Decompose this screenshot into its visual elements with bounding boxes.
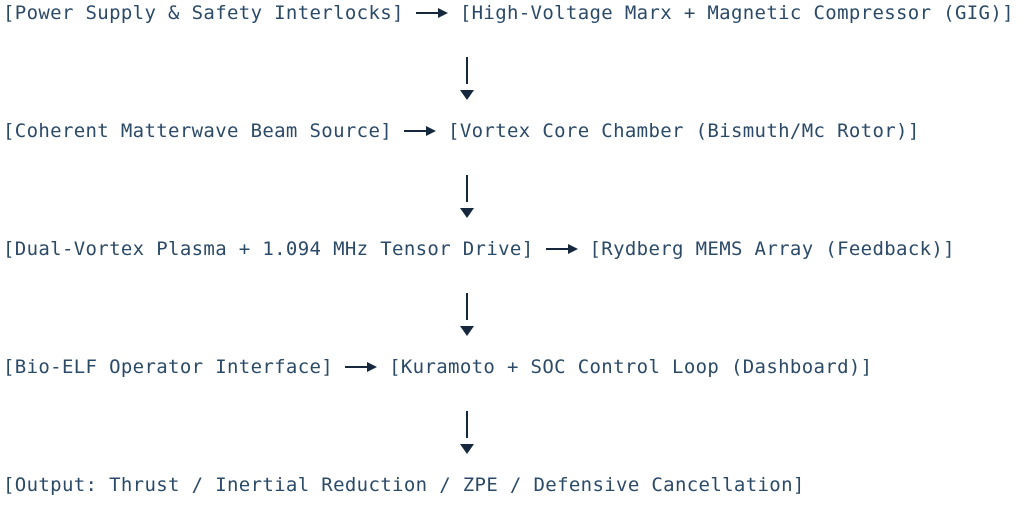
arrow-head	[367, 362, 378, 372]
flow-node-marx-compressor: [High-Voltage Marx + Magnetic Compressor…	[459, 2, 1014, 24]
flow-node-power-supply: [Power Supply & Safety Interlocks]	[3, 2, 404, 24]
right-arrow-icon	[404, 125, 437, 137]
flow-node-vortex-chamber: [Vortex Core Chamber (Bismuth/Mc Rotor)]	[448, 120, 920, 142]
arrow-head	[460, 444, 474, 454]
flow-row-plasma: [Dual-Vortex Plasma + 1.094 MHz Tensor D…	[3, 237, 955, 261]
flow-row-output: [Output: Thrust / Inertial Reduction / Z…	[3, 473, 805, 497]
down-arrow-icon	[460, 175, 474, 218]
right-arrow-icon	[545, 243, 578, 255]
flow-node-operator-interface: [Bio-ELF Operator Interface]	[3, 356, 334, 378]
arrow-shaft	[466, 293, 468, 320]
arrow-shaft	[345, 366, 368, 368]
flow-row-beam: [Coherent Matterwave Beam Source] [Vorte…	[3, 119, 920, 143]
flow-row-operator: [Bio-ELF Operator Interface] [Kuramoto +…	[3, 355, 872, 379]
arrow-shaft	[404, 130, 427, 132]
flow-node-output: [Output: Thrust / Inertial Reduction / Z…	[3, 474, 805, 496]
arrow-head	[460, 208, 474, 218]
flow-node-mems-array: [Rydberg MEMS Array (Feedback)]	[589, 238, 955, 260]
arrow-shaft	[466, 175, 468, 202]
arrow-shaft	[466, 411, 468, 438]
right-arrow-icon	[415, 7, 448, 19]
arrow-head	[460, 326, 474, 336]
arrow-shaft	[415, 12, 438, 14]
arrow-head	[437, 8, 448, 18]
flow-node-control-loop: [Kuramoto + SOC Control Loop (Dashboard)…	[389, 356, 873, 378]
flow-row-power: [Power Supply & Safety Interlocks] [High…	[3, 1, 1014, 25]
arrow-shaft	[466, 57, 468, 84]
down-arrow-icon	[460, 57, 474, 100]
arrow-shaft	[545, 248, 568, 250]
arrow-head	[460, 90, 474, 100]
flow-node-beam-source: [Coherent Matterwave Beam Source]	[3, 120, 393, 142]
flow-node-tensor-drive: [Dual-Vortex Plasma + 1.094 MHz Tensor D…	[3, 238, 534, 260]
down-arrow-icon	[460, 293, 474, 336]
arrow-head	[567, 244, 578, 254]
down-arrow-icon	[460, 411, 474, 454]
right-arrow-icon	[345, 361, 378, 373]
arrow-head	[426, 126, 437, 136]
